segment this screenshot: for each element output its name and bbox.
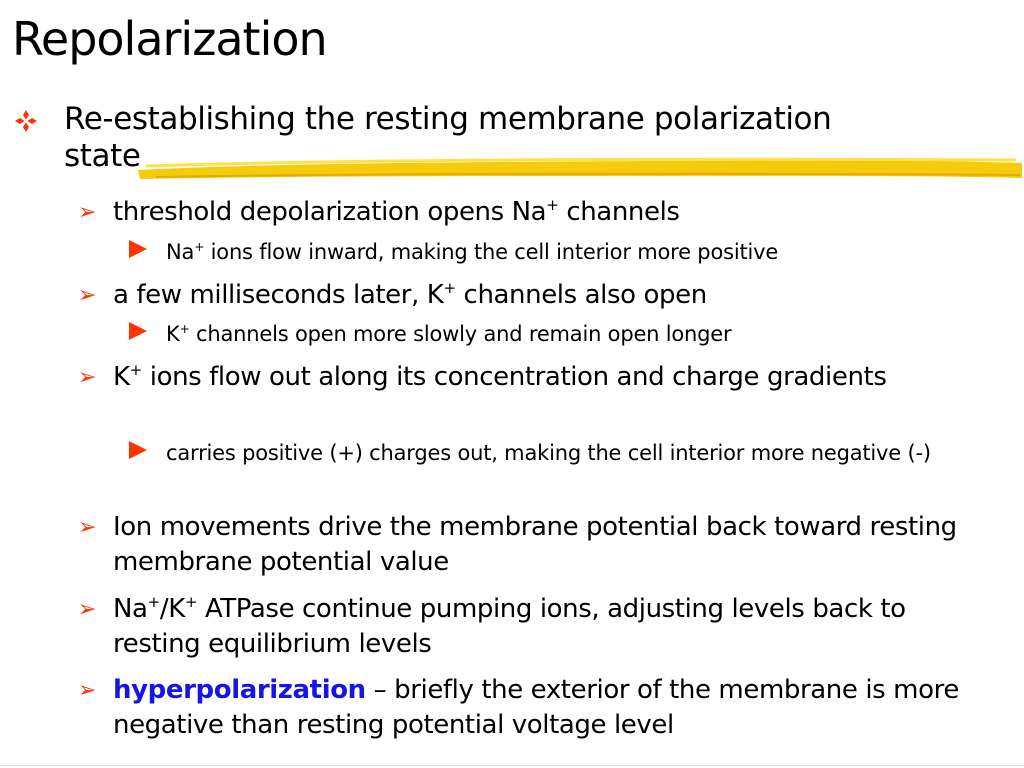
yellow-highlight-stroke [138,157,1022,179]
superscript: + [129,361,143,380]
triangle-right-icon [129,240,147,258]
triangle-right-icon [129,322,147,340]
bullet-text: ions flow inward, making the cell interi… [204,240,779,264]
bullet-text: channels open more slowly and remain ope… [189,322,732,346]
superscript: + [147,593,161,612]
arrowhead-icon: ➢ [78,365,97,390]
superscript: + [546,196,559,215]
bullet-text: channels [558,197,680,227]
arrowhead-icon: ➢ [78,678,97,703]
bullet-text: /K [159,594,185,624]
arrowhead-icon: ➢ [78,515,97,540]
arrowhead-icon: ➢ [78,200,97,225]
superscript: + [443,279,456,298]
bullet-text: ions flow out along its concentration an… [141,362,887,392]
superscript: + [184,593,198,612]
bottom-divider [0,765,1024,766]
hyperpolarization-term: hyperpolarization [113,675,366,705]
bullet-text: carries positive (+) charges out, making… [166,441,931,465]
bullet-text: Ion movements drive the membrane potenti… [113,512,957,577]
main-bullet-line-2: state [64,138,141,174]
main-bullet-text: Re-establishing the resting membrane pol… [64,101,984,175]
bullet-text: channels also open [455,280,708,310]
superscript: + [179,322,190,337]
arrowhead-icon: ➢ [78,597,97,622]
bullet-text: Na [113,594,148,624]
slide-title: Repolarization [12,12,328,66]
bullet-text: K [166,322,180,346]
bullet-text: – briefly the exterior of the membrane i… [113,675,959,740]
triangle-right-icon [129,441,147,459]
bullet-text: K [113,362,130,392]
bullet-text: a few milliseconds later, K [113,280,444,310]
bullet-text: threshold depolarization opens Na [113,197,547,227]
main-bullet-line-1: Re-establishing the resting membrane pol… [64,101,832,137]
superscript: + [194,240,205,255]
arrowhead-icon: ➢ [78,283,97,308]
bullet-text: ATPase continue pumping ions, adjusting … [113,594,906,659]
bullet-text: Na [166,240,195,264]
diamond-four-petal-icon [15,110,37,132]
